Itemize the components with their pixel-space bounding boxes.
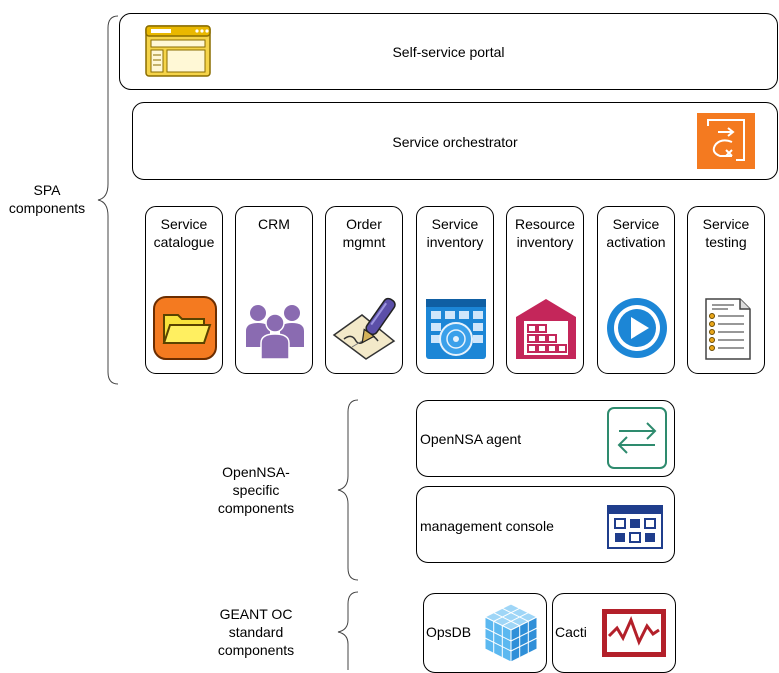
dashboard-grid-icon bbox=[607, 505, 663, 549]
service-catalogue-label: Service catalogue bbox=[153, 216, 215, 250]
opsdb-box[interactable]: OpsDB bbox=[423, 593, 547, 673]
service-orchestrator-box[interactable]: Service orchestrator bbox=[132, 102, 778, 180]
warehouse-icon bbox=[516, 299, 576, 359]
service-testing-label: Service testing bbox=[702, 216, 750, 250]
self-service-portal-label: Self-service portal bbox=[392, 44, 505, 60]
service-testing-box[interactable]: Service testing bbox=[687, 206, 765, 374]
folder-icon bbox=[153, 296, 217, 360]
crm-label: CRM bbox=[258, 216, 290, 232]
service-inventory-label: Service inventory bbox=[426, 216, 484, 250]
geant-group-label: GEANT OC standard components bbox=[217, 606, 295, 658]
service-inventory-box[interactable]: Service inventory bbox=[416, 206, 494, 374]
play-icon bbox=[607, 298, 667, 358]
spa-brace bbox=[97, 15, 119, 385]
management-console-label: management console bbox=[420, 518, 554, 534]
opennsa-group-label: OpenNSA- specific components bbox=[217, 464, 295, 516]
exchange-arrows-icon bbox=[607, 407, 667, 469]
cacti-graph-icon bbox=[602, 609, 666, 657]
service-activation-box[interactable]: Service activation bbox=[597, 206, 675, 374]
service-orchestrator-label: Service orchestrator bbox=[392, 134, 518, 150]
people-icon bbox=[246, 305, 304, 360]
spa-group-label: SPA components bbox=[8, 182, 86, 216]
database-cube-icon bbox=[483, 603, 539, 663]
service-catalogue-box[interactable]: Service catalogue bbox=[145, 206, 223, 374]
cacti-label: Cacti bbox=[555, 624, 587, 640]
opsdb-label: OpsDB bbox=[426, 624, 472, 640]
opennsa-brace bbox=[337, 399, 359, 581]
management-console-box[interactable]: management console bbox=[416, 486, 675, 563]
checklist-icon bbox=[705, 298, 751, 360]
geant-brace bbox=[337, 591, 359, 670]
browser-window-icon bbox=[145, 25, 211, 77]
calendar-disc-icon bbox=[426, 299, 486, 359]
orchestrator-workflow-icon bbox=[697, 113, 755, 169]
order-mgmnt-label: Order mgmnt bbox=[342, 216, 386, 250]
self-service-portal-box[interactable]: Self-service portal bbox=[119, 13, 778, 90]
opennsa-agent-label: OpenNSA agent bbox=[420, 431, 522, 447]
resource-inventory-box[interactable]: Resource inventory bbox=[506, 206, 584, 374]
cacti-box[interactable]: Cacti bbox=[552, 593, 676, 673]
opennsa-agent-box[interactable]: OpenNSA agent bbox=[416, 400, 675, 477]
service-activation-label: Service activation bbox=[606, 216, 666, 250]
crm-box[interactable]: CRM bbox=[235, 206, 313, 374]
order-mgmnt-box[interactable]: Order mgmnt bbox=[325, 206, 403, 374]
resource-inventory-label: Resource inventory bbox=[515, 216, 575, 250]
pen-signature-icon bbox=[332, 297, 396, 360]
